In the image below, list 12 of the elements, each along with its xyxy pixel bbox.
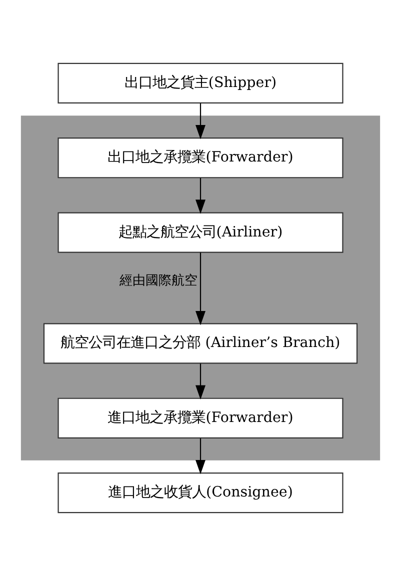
arrow — [196, 438, 206, 474]
node-box: 起點之航空公司(Airliner) — [58, 212, 344, 252]
arrow — [196, 178, 206, 214]
node-box: 出口地之承攬業(Forwarder) — [58, 137, 344, 178]
arrow — [196, 363, 206, 400]
node-box: 出口地之貨主(Shipper) — [58, 62, 344, 103]
arrow — [196, 252, 206, 325]
node-box: 進口地之承攬業(Forwarder) — [58, 397, 344, 438]
node-box: 航空公司在進口之分部 (Airliner’s Branch) — [43, 322, 358, 364]
node-box: 進口地之收貨人(Consignee) — [58, 472, 344, 513]
edge-label: 經由國際航空 — [120, 273, 198, 288]
arrow — [196, 102, 206, 139]
